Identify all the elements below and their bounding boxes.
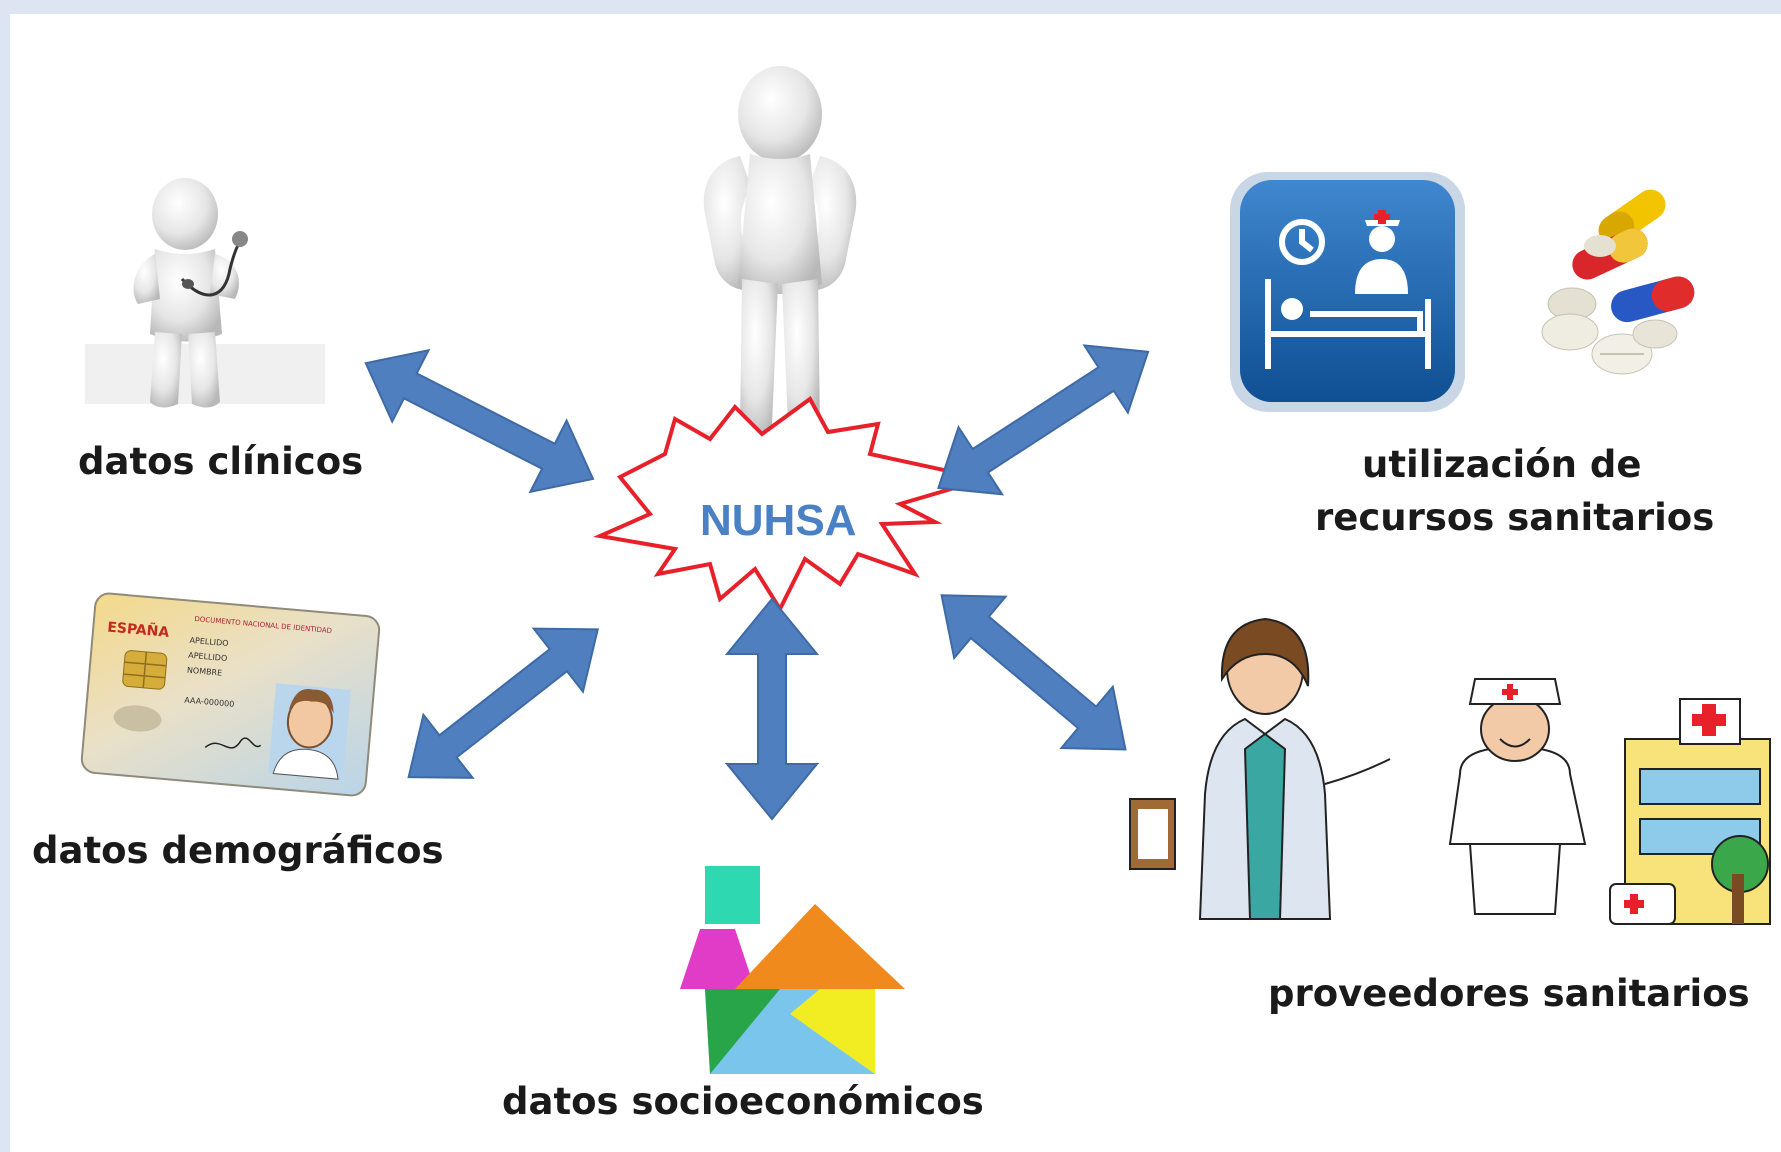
id-card-country: ESPAÑA [107, 619, 170, 641]
label-resources-line2: recursos sanitarios [1315, 496, 1715, 539]
id-card-icon: ESPAÑA DOCUMENTO NACIONAL DE IDENTIDAD A… [80, 592, 381, 797]
label-resources-line1: utilización de [1362, 443, 1642, 486]
doctor-stethoscope-icon [85, 178, 325, 408]
label-demographic-data: datos demográficos [32, 829, 444, 872]
diagram-art: ESPAÑA DOCUMENTO NACIONAL DE IDENTIDAD A… [80, 66, 1771, 1074]
nurse-icon [1448, 678, 1587, 915]
hospital-bed-icon [1230, 172, 1465, 412]
pills-icon [1541, 189, 1695, 375]
arrows-layer [364, 344, 1150, 821]
arrow-clinical [364, 348, 595, 494]
arrow-socioeconomic [724, 597, 820, 821]
arrow-resources [937, 344, 1150, 496]
arrow-providers [940, 594, 1127, 751]
nuhsa-burst-shape [593, 396, 986, 614]
diagram-canvas: ESPAÑA DOCUMENTO NACIONAL DE IDENTIDAD A… [10, 14, 1781, 1152]
hospital-building-icon [1609, 698, 1771, 925]
female-doctor-icon [1129, 617, 1391, 920]
tangram-house-icon [680, 866, 905, 1074]
id-card-surname2: APELLIDO [188, 651, 228, 663]
id-card-name: NOMBRE [187, 666, 223, 678]
id-card-number: AAA-000000 [184, 695, 235, 708]
label-clinical-data: datos clínicos [78, 440, 364, 483]
id-card-surname1: APELLIDO [189, 636, 229, 648]
label-socioeconomic-data: datos socioeconómicos [502, 1080, 984, 1123]
label-providers: proveedores sanitarios [1268, 972, 1750, 1015]
person-figure-icon [690, 66, 870, 451]
arrow-demographic [407, 627, 600, 779]
nuhsa-label: NUHSA [700, 496, 857, 545]
